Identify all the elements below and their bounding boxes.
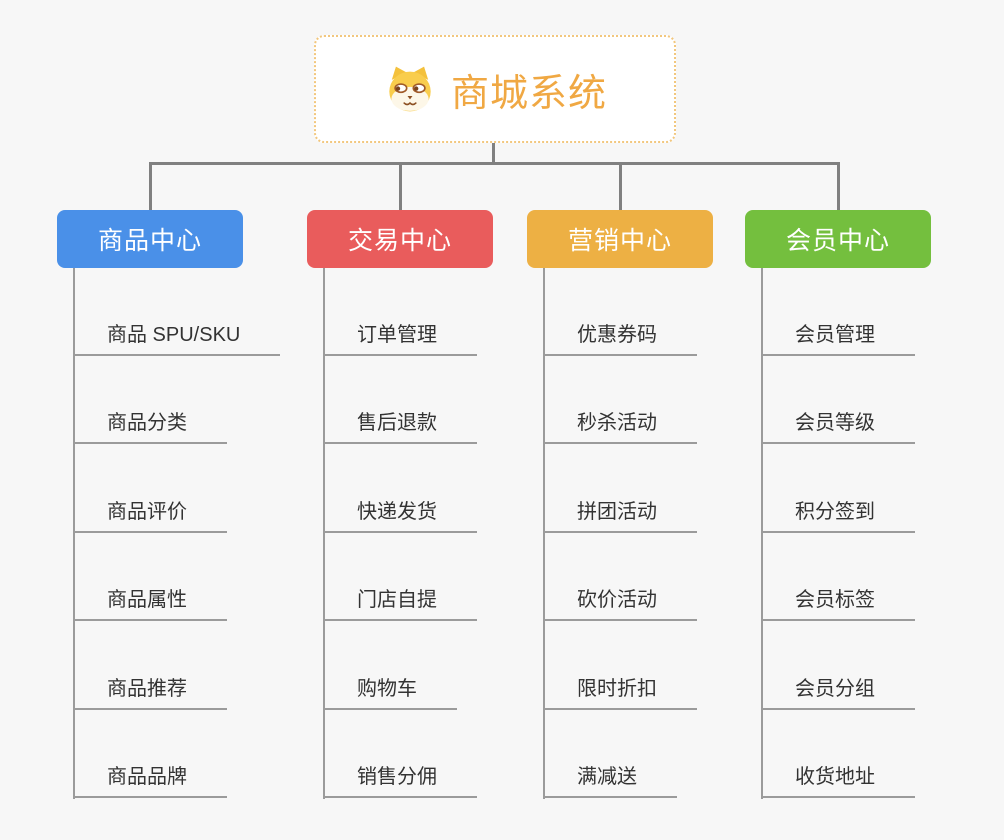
leaf-node[interactable]: 售后退款 (325, 411, 477, 444)
leaf-node[interactable]: 商品 SPU/SKU (75, 323, 281, 356)
branch-tree-members: 会员管理 会员等级 积分签到 会员标签 会员分组 收货地址 (761, 268, 915, 799)
leaf-node[interactable]: 会员等级 (763, 411, 915, 444)
leaf-node[interactable]: 优惠券码 (545, 323, 697, 356)
root-title: 商城系统 (450, 72, 607, 115)
leaf-node[interactable]: 商品品牌 (75, 765, 227, 798)
leaf-node[interactable]: 砍价活动 (545, 588, 697, 621)
branch-node-products[interactable]: 商品中心 (57, 210, 243, 268)
leaf-node[interactable]: 限时折扣 (545, 677, 697, 710)
leaf-node[interactable]: 销售分佣 (325, 765, 477, 798)
leaf-node[interactable]: 积分签到 (763, 500, 915, 533)
leaf-node[interactable]: 秒杀活动 (545, 411, 697, 444)
connector-horizontal-rail (149, 162, 840, 165)
leaf-node[interactable]: 购物车 (325, 677, 457, 710)
branch-tree-marketing: 优惠券码 秒杀活动 拼团活动 砍价活动 限时折扣 满减送 (543, 268, 697, 799)
connector-drop-marketing (619, 162, 622, 210)
leaf-node[interactable]: 订单管理 (325, 323, 477, 356)
branch-node-trade[interactable]: 交易中心 (307, 210, 493, 268)
leaf-node[interactable]: 商品推荐 (75, 677, 227, 710)
connector-drop-members (837, 162, 840, 210)
leaf-node[interactable]: 会员分组 (763, 677, 915, 710)
leaf-node[interactable]: 会员管理 (763, 323, 915, 356)
dog-icon (389, 66, 431, 112)
leaf-node[interactable]: 商品属性 (75, 588, 227, 621)
connector-root-stub (492, 143, 495, 164)
leaf-node[interactable]: 快递发货 (325, 500, 477, 533)
root-node[interactable]: 商城系统 (314, 35, 676, 143)
leaf-node[interactable]: 会员标签 (763, 588, 915, 621)
branch-node-members[interactable]: 会员中心 (745, 210, 931, 268)
branch-tree-products: 商品 SPU/SKU 商品分类 商品评价 商品属性 商品推荐 商品品牌 (73, 268, 281, 799)
leaf-node[interactable]: 商品评价 (75, 500, 227, 533)
leaf-node[interactable]: 收货地址 (763, 765, 915, 798)
leaf-node[interactable]: 拼团活动 (545, 500, 697, 533)
branch-node-marketing[interactable]: 营销中心 (527, 210, 713, 268)
leaf-node[interactable]: 满减送 (545, 765, 677, 798)
leaf-node[interactable]: 商品分类 (75, 411, 227, 444)
branch-tree-trade: 订单管理 售后退款 快递发货 门店自提 购物车 销售分佣 (323, 268, 477, 799)
leaf-node[interactable]: 门店自提 (325, 588, 477, 621)
connector-drop-products (149, 162, 152, 210)
connector-drop-trade (399, 162, 402, 210)
